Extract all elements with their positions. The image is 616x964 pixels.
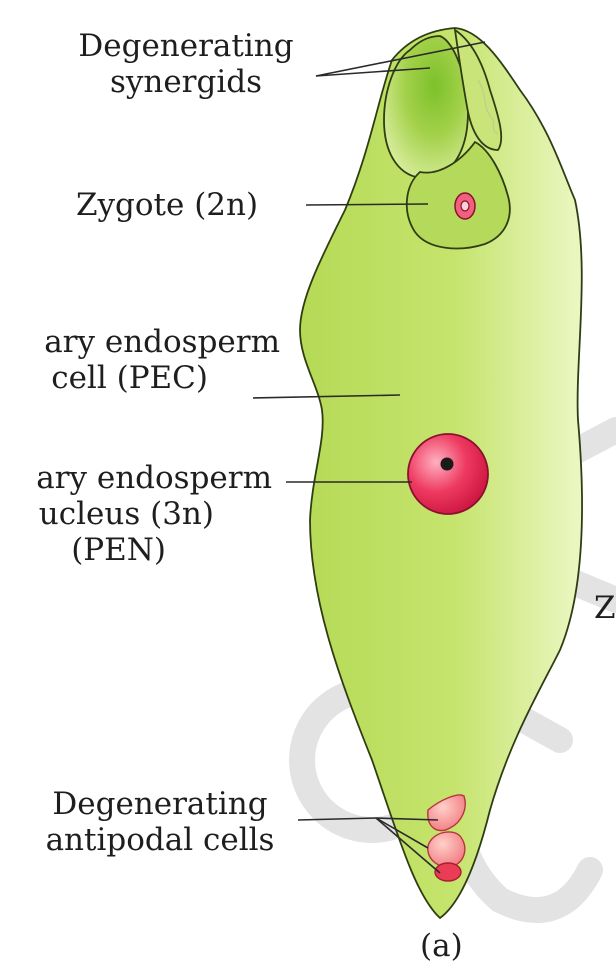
label-antipodal-line2: antipodal cells	[45, 822, 275, 858]
antipodal-cell-top	[427, 794, 466, 832]
synergid-remnant	[477, 79, 499, 135]
primary-endosperm-nucleus	[407, 433, 489, 515]
label-pen-line1: ary endosperm	[36, 460, 272, 496]
leader-lines	[252, 41, 486, 874]
antipodal-cell-middle	[427, 831, 466, 868]
antipodal-cell-bottom	[434, 862, 462, 882]
label-degenerating-antipodal-cells: Degenerating antipodal cells	[12, 786, 308, 858]
degenerating-synergid-right	[453, 28, 503, 151]
pen-nucleolus	[440, 457, 454, 471]
label-panel-fragment: (a)	[420, 928, 463, 964]
label-synergids-line1: Degenerating	[78, 28, 294, 64]
label-pen-line3: (PEN)	[71, 532, 166, 568]
label-pec-line1: ary endosperm	[44, 324, 280, 360]
label-primary-endosperm-nucleus: ary endosperm ucleus (3n) (PEN)	[36, 460, 272, 568]
label-edge-fragment: Z	[594, 590, 616, 626]
label-pen-line2: ucleus (3n)	[38, 496, 214, 532]
zygote-nucleolus	[460, 200, 470, 212]
label-pec-line2: cell (PEC)	[51, 360, 208, 396]
label-antipodal-line1: Degenerating	[52, 786, 268, 822]
label-primary-endosperm-cell: ary endosperm cell (PEC)	[44, 324, 280, 396]
label-synergids-line2: synergids	[109, 64, 263, 100]
label-zygote: Zygote (2n)	[76, 187, 259, 223]
label-degenerating-synergids: Degenerating synergids	[48, 28, 324, 100]
